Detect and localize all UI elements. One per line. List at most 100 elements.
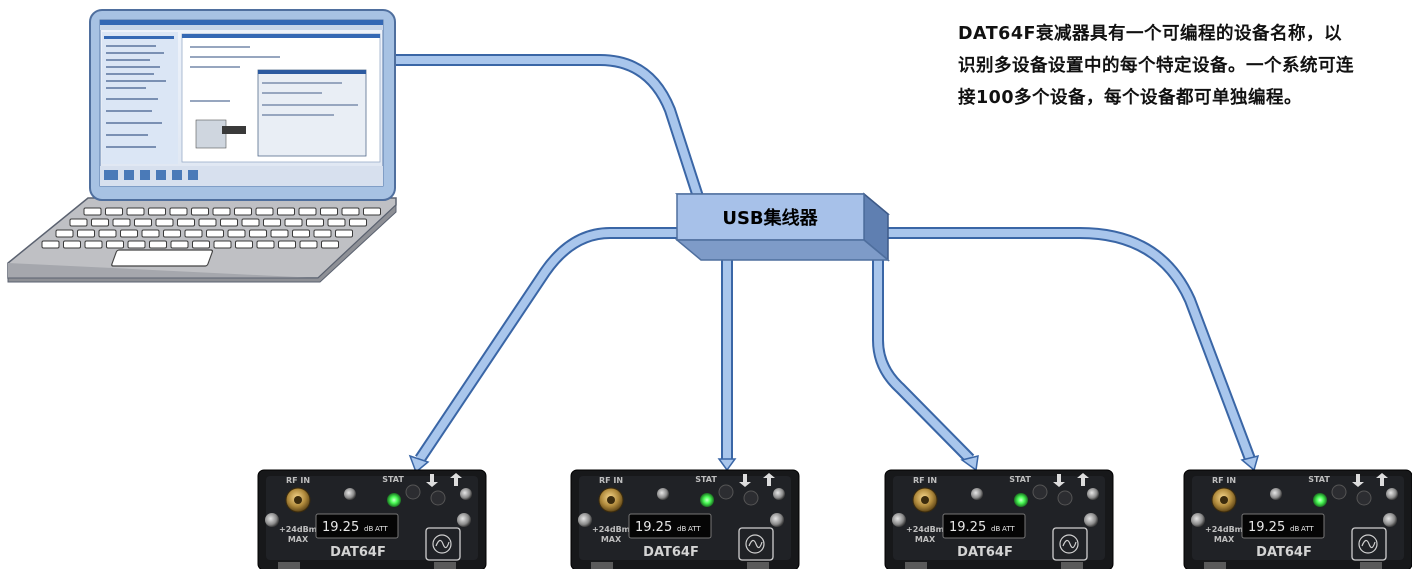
keyboard-key (112, 218, 131, 227)
keyboard-key (292, 229, 310, 238)
down-button[interactable] (1032, 484, 1048, 500)
keyboard-key (256, 240, 275, 249)
keyboard-key (191, 207, 209, 216)
screw (457, 513, 471, 527)
screw (460, 488, 472, 500)
lcd-display (315, 513, 399, 539)
up-button[interactable] (1356, 490, 1372, 506)
display-unit: dB (364, 525, 373, 533)
max-label: MAX (915, 535, 936, 544)
display-mode: ATT (1002, 525, 1015, 533)
screw (971, 488, 983, 500)
keyboard-key (298, 207, 317, 216)
usb-hub: USB集线器 (674, 192, 891, 262)
rf-in-pin (294, 496, 302, 504)
laptop-screen (99, 19, 384, 187)
keyboard-key (320, 207, 338, 216)
display-unit: dB (677, 525, 686, 533)
stat-label: STAT (1009, 475, 1031, 484)
brand-logo-wave (435, 539, 450, 549)
up-arrow-icon (450, 473, 462, 486)
cable-hub-to-device-1 (415, 227, 680, 463)
keyboard-key (321, 240, 339, 249)
keyboard-key (83, 207, 102, 216)
brand-logo-mark (432, 534, 452, 554)
usb-cables (396, 54, 1260, 474)
keyboard-key (170, 240, 189, 249)
rf-in-label: RF IN (286, 476, 310, 485)
keyboard-key (192, 240, 210, 249)
keyboard-key (263, 218, 281, 227)
keyboard-key (55, 229, 74, 238)
stat-led (387, 493, 401, 507)
keyboard-key (84, 240, 103, 249)
device-foot (1061, 562, 1083, 569)
device-foot (434, 562, 456, 569)
keyboard-key (41, 240, 60, 249)
display-value: 19.25 (322, 520, 359, 535)
keyboard-key (306, 218, 324, 227)
stat-label: STAT (382, 475, 404, 484)
brand-logo (1351, 527, 1387, 561)
down-button[interactable] (1331, 484, 1347, 500)
up-button[interactable] (743, 490, 759, 506)
screw (344, 488, 356, 500)
max-label: MAX (288, 535, 309, 544)
screw (265, 513, 279, 527)
keyboard-key (126, 207, 145, 216)
keyboard (41, 207, 381, 249)
down-arrow-icon (739, 474, 751, 487)
keyboard-key (134, 218, 152, 227)
brand-logo (738, 527, 774, 561)
display-value: 19.25 (949, 520, 986, 535)
keyboard-key (77, 229, 95, 238)
display-mode: ATT (688, 525, 701, 533)
up-button[interactable] (1057, 490, 1073, 506)
brand-logo-mark (745, 534, 765, 554)
keyboard-key (163, 229, 181, 238)
cable-hub-to-device-3 (872, 256, 975, 464)
brand-logo-mark (1059, 534, 1079, 554)
screw (1084, 513, 1098, 527)
display-value: 19.25 (1248, 520, 1285, 535)
keyboard-key (212, 207, 231, 216)
rf-in-label: RF IN (1212, 476, 1236, 485)
down-button[interactable] (718, 484, 734, 500)
rf-in-pin (1220, 496, 1228, 504)
keyboard-key (255, 207, 274, 216)
up-button[interactable] (430, 490, 446, 506)
brand-logo (425, 527, 461, 561)
keyboard-key (105, 207, 123, 216)
device-foot (1204, 562, 1226, 569)
lcd-display (1241, 513, 1325, 539)
display-unit: dB (991, 525, 1000, 533)
keyboard-key (341, 207, 360, 216)
power-rating-label: +24dBm (279, 525, 317, 534)
display-mode: ATT (1301, 525, 1314, 533)
screw (1386, 488, 1398, 500)
stat-led (1313, 493, 1327, 507)
model-label: DAT64F (1256, 545, 1312, 560)
power-rating-label: +24dBm (592, 525, 630, 534)
keyboard-key (234, 207, 252, 216)
keyboard-key (220, 218, 238, 227)
device-foot (1360, 562, 1382, 569)
keyboard-key (349, 218, 367, 227)
power-rating-label: +24dBm (1205, 525, 1243, 534)
screw (1191, 513, 1205, 527)
screw (1087, 488, 1099, 500)
device-foot (591, 562, 613, 569)
device-foot (747, 562, 769, 569)
keyboard-key (127, 240, 146, 249)
up-arrow-icon (1077, 473, 1089, 486)
down-button[interactable] (405, 484, 421, 500)
laptop (7, 9, 397, 283)
keyboard-key (141, 229, 160, 238)
model-label: DAT64F (643, 545, 699, 560)
display-mode: ATT (375, 525, 388, 533)
device-foot (905, 562, 927, 569)
screw (770, 513, 784, 527)
